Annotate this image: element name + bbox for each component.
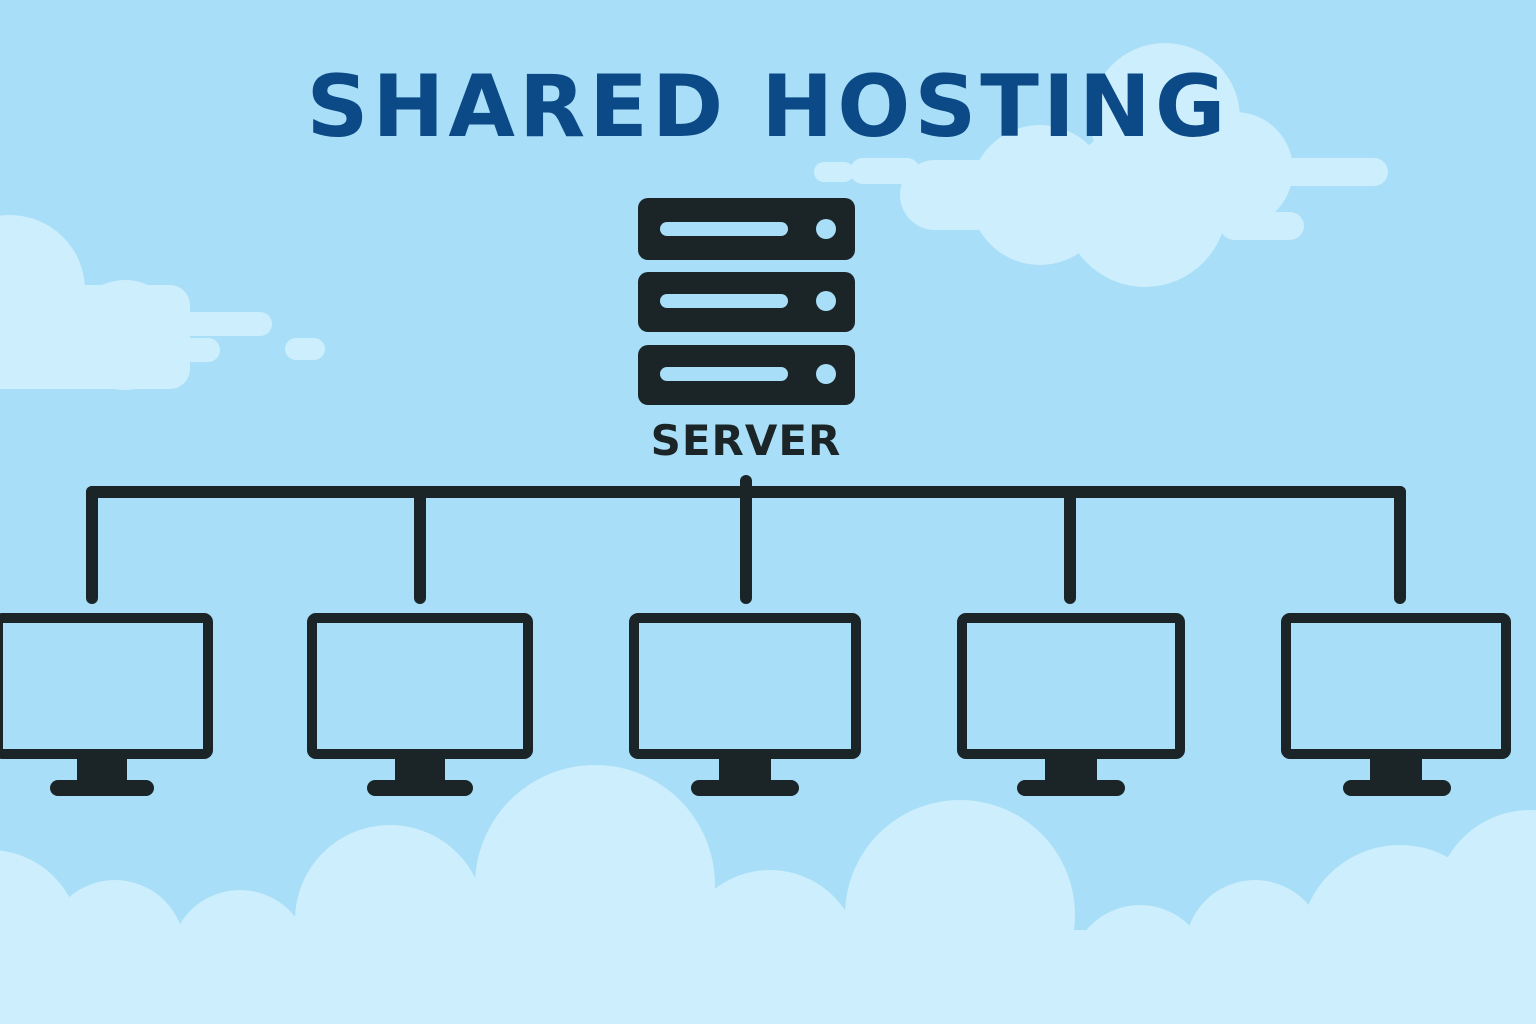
server-unit	[638, 272, 855, 332]
monitor-icon	[307, 613, 533, 796]
cloud-top-right	[814, 43, 1388, 287]
server-unit	[638, 198, 855, 260]
monitor-icon	[629, 613, 861, 796]
diagram-title: SHARED HOSTING	[306, 57, 1230, 157]
monitor-icon	[957, 613, 1185, 796]
cloud-left	[0, 215, 325, 390]
network-connectors	[86, 475, 1406, 604]
monitor-icon	[1281, 613, 1511, 796]
background-clouds	[0, 43, 1536, 1024]
cloud-bottom	[0, 765, 1536, 1024]
server-rack-icon	[638, 198, 855, 405]
server-unit	[638, 345, 855, 405]
client-monitors	[0, 613, 1511, 796]
server-label: SERVER	[650, 416, 842, 465]
monitor-icon	[0, 613, 213, 796]
